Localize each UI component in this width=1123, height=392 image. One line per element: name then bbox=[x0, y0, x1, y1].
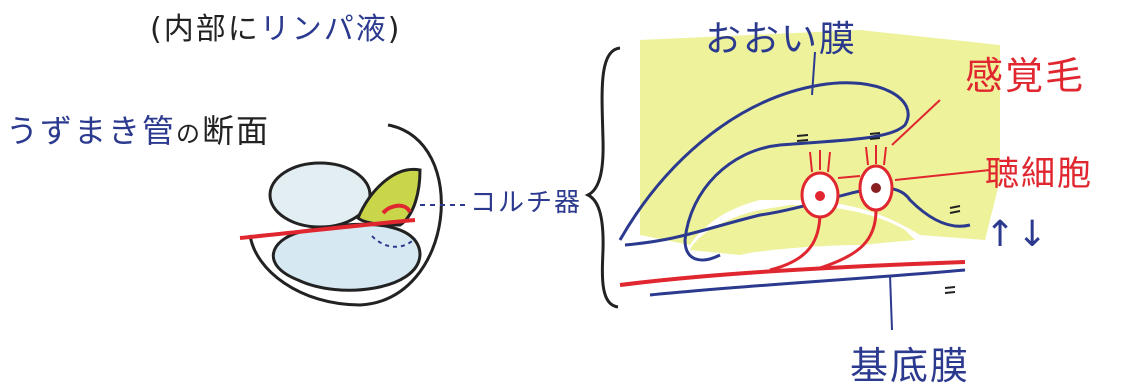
corti-organ-label: コルチ器 bbox=[470, 188, 583, 218]
small-membrane bbox=[371, 235, 416, 248]
basilar-membrane-label: 基底膜 bbox=[850, 344, 971, 388]
top-note-open: (内部に bbox=[150, 12, 260, 47]
hair-cell-label: 聴細胞 bbox=[985, 154, 1093, 194]
upper-duct bbox=[268, 161, 372, 229]
nerve-branch-1 bbox=[769, 211, 822, 272]
small-corti-organ bbox=[381, 203, 412, 215]
sensory-hair-pointer bbox=[891, 99, 941, 146]
basilar-membrane-line bbox=[649, 268, 966, 297]
cochlea-section-title: うずまき管の断面 bbox=[6, 106, 270, 152]
basilar-pointer bbox=[889, 274, 893, 331]
nerve-branch-2 bbox=[819, 209, 878, 270]
hair-cell-right bbox=[858, 145, 894, 212]
hair-cell-pointer bbox=[894, 169, 991, 181]
hair-cell-left bbox=[800, 150, 840, 219]
sensory-hair-label: 感覚毛 bbox=[965, 54, 1086, 98]
top-note-lymph: リンパ液 bbox=[259, 12, 388, 47]
small-marks bbox=[796, 132, 961, 294]
yellow-fill bbox=[640, 30, 1000, 245]
cochlea-cross-section bbox=[239, 123, 466, 307]
cochlea-outer-wall bbox=[248, 123, 443, 307]
cochlea-section-label: うずまき管 bbox=[6, 112, 177, 150]
cell-connector bbox=[837, 175, 861, 179]
tectorial-pointer bbox=[811, 51, 816, 96]
top-note: (内部にリンパ液) bbox=[150, 4, 401, 48]
cochlea-section-particle: の bbox=[176, 120, 203, 148]
nerve-fiber bbox=[619, 260, 966, 287]
top-note-close: ) bbox=[387, 12, 402, 47]
cochlea-section-end: 断面 bbox=[202, 112, 271, 150]
tectorial-membrane bbox=[618, 81, 910, 262]
tectorial-membrane-label: おおい膜 bbox=[705, 19, 858, 60]
vibration-arrow: ↑↓ bbox=[985, 214, 1050, 255]
brace bbox=[584, 46, 621, 309]
small-nerve bbox=[239, 218, 416, 240]
